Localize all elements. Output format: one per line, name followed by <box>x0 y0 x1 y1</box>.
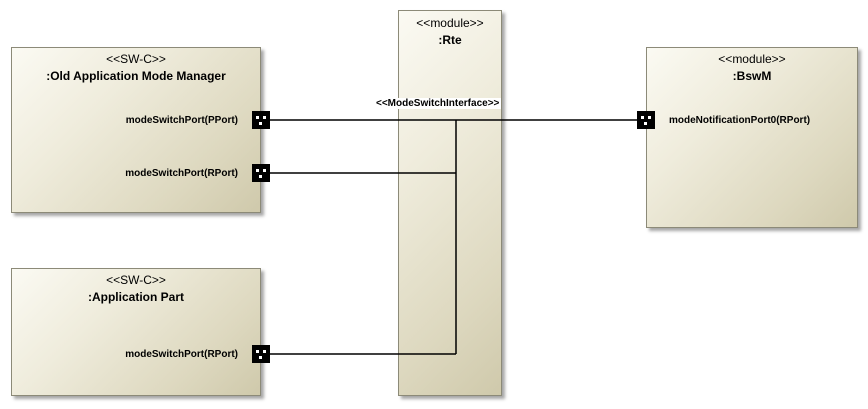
bswm-name: :BswM <box>732 69 772 83</box>
port-dot <box>263 169 266 172</box>
old-manager-pport-label: modeSwitchPort(PPort) <box>125 115 238 126</box>
bswm-module[interactable]: <<module>> :BswM modeNotificationPort0(R… <box>646 47 858 228</box>
port-dot <box>256 169 259 172</box>
port-dot <box>644 122 647 125</box>
port-dot <box>648 116 651 119</box>
old-manager-pport[interactable] <box>252 111 270 129</box>
port-dot <box>263 116 266 119</box>
old-manager-rport-label: modeSwitchPort(RPort) <box>125 168 238 179</box>
application-part-component[interactable]: <<SW-C>> :Application Part modeSwitchPor… <box>11 268 261 396</box>
bswm-rport-label: modeNotificationPort0(RPort) <box>669 115 811 126</box>
old-manager-name: :Old Application Mode Manager <box>46 69 226 83</box>
mode-switch-interface-label: <<ModeSwitchInterface>> <box>374 98 502 109</box>
port-dot <box>641 116 644 119</box>
rte-name: :Rte <box>438 33 462 47</box>
port-dot <box>256 350 259 353</box>
port-dot <box>263 350 266 353</box>
rte-stereotype: <<module>> <box>416 16 484 30</box>
old-manager-rport[interactable] <box>252 164 270 182</box>
app-part-rport[interactable] <box>252 345 270 363</box>
old-manager-stereotype: <<SW-C>> <box>106 52 166 66</box>
port-dot <box>259 175 262 178</box>
port-dot <box>256 116 259 119</box>
bswm-rport[interactable] <box>637 111 655 129</box>
port-dot <box>259 356 262 359</box>
app-part-rport-label: modeSwitchPort(RPort) <box>125 349 238 360</box>
app-part-stereotype: <<SW-C>> <box>106 273 166 287</box>
app-part-name: :Application Part <box>87 290 184 304</box>
port-dot <box>259 122 262 125</box>
bswm-stereotype: <<module>> <box>718 52 786 66</box>
rte-module[interactable]: <<module>> :Rte <box>398 10 502 396</box>
old-application-mode-manager-component[interactable]: <<SW-C>> :Old Application Mode Manager m… <box>11 47 261 213</box>
